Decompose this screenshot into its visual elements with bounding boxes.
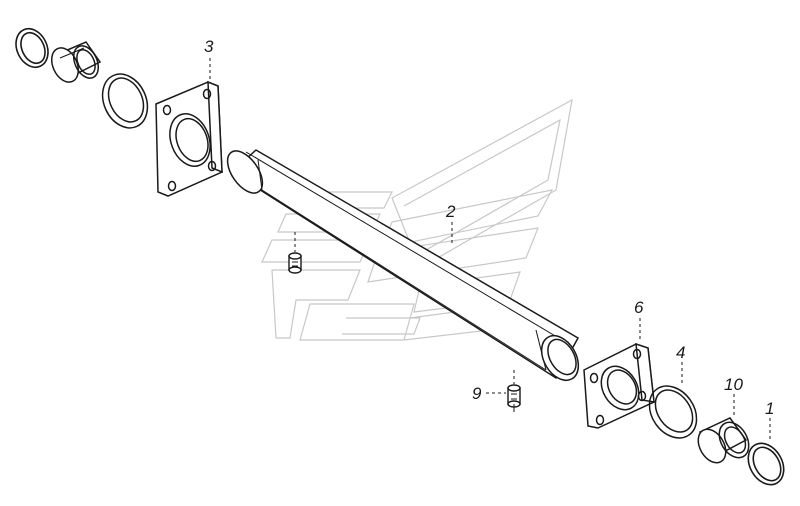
flange-right <box>583 342 655 429</box>
grease-fitting-lower <box>507 370 521 412</box>
tube <box>226 149 580 382</box>
flange-left <box>155 80 223 197</box>
callout-6: 6 <box>634 298 644 317</box>
leader-lines <box>209 58 771 442</box>
callout-3: 3 <box>204 37 214 56</box>
callout-10: 10 <box>724 375 743 394</box>
ring-left-wide <box>101 73 149 129</box>
bushing-right <box>697 417 750 464</box>
callout-9: 9 <box>472 384 482 403</box>
grease-fitting-upper <box>288 232 302 274</box>
ring-right-thin <box>747 442 785 486</box>
ring-left-upper <box>15 27 49 69</box>
callout-2: 2 <box>445 202 456 221</box>
callout-4: 4 <box>676 343 685 362</box>
ring-right-wide <box>648 385 698 439</box>
callout-1: 1 <box>765 399 774 418</box>
bushing-left <box>50 41 102 83</box>
